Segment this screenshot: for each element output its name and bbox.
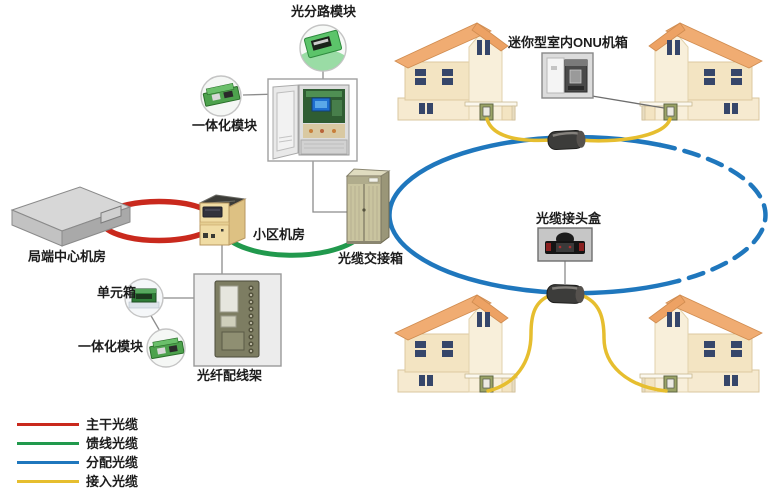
label-integrated-module-bottom: 一体化模块 bbox=[78, 339, 144, 354]
house-bottom-right bbox=[639, 294, 763, 393]
distribution-cable-solid bbox=[387, 134, 681, 296]
distribution-cable-dashed bbox=[657, 142, 768, 284]
access-cable-top-right bbox=[579, 117, 672, 143]
legend-label-access: 接入光缆 bbox=[86, 474, 138, 489]
legend-label-distribution: 分配光缆 bbox=[86, 455, 138, 470]
access-cable-bottom-left bbox=[486, 293, 553, 393]
label-splitter-module: 光分路模块 bbox=[290, 4, 357, 19]
community-room-cabinet bbox=[198, 194, 247, 246]
label-central-office: 局端中心机房 bbox=[28, 249, 106, 264]
house-top-right bbox=[639, 22, 763, 121]
label-community-room: 小区机房 bbox=[253, 227, 305, 242]
joint-cylinder-top bbox=[547, 129, 586, 151]
indoor-cabinet-photo bbox=[267, 78, 358, 162]
label-cross-connect-cabinet: 光缆交接箱 bbox=[337, 251, 403, 266]
label-fiber-distribution-frame: 光纤配线架 bbox=[196, 368, 262, 383]
label-unit-box: 单元箱 bbox=[97, 285, 136, 300]
joint-cylinder-bottom bbox=[546, 284, 585, 304]
mini-onu-photo bbox=[541, 52, 594, 99]
unit-box-photo bbox=[124, 278, 164, 318]
cross-connect-cabinet bbox=[345, 168, 391, 244]
access-cables bbox=[485, 117, 672, 393]
cable-joint-box-photo bbox=[537, 227, 593, 262]
splitter-module-photo bbox=[299, 24, 347, 72]
access-cable-bottom-right bbox=[579, 293, 668, 393]
central-office-box bbox=[10, 186, 132, 247]
label-integrated-module-top: 一体化模块 bbox=[192, 118, 258, 133]
fiber-distribution-frame-photo bbox=[193, 273, 282, 367]
label-mini-indoor-onu: 迷你型室内ONU机箱 bbox=[507, 35, 628, 50]
legend-label-feeder: 馈线光缆 bbox=[86, 436, 138, 451]
house-bottom-left bbox=[394, 294, 518, 393]
label-cable-joint-box: 光缆接头盒 bbox=[535, 211, 602, 226]
integrated-module-top-photo bbox=[200, 75, 242, 117]
legend-label-trunk: 主干光缆 bbox=[86, 417, 138, 432]
access-cable-top-left bbox=[485, 117, 553, 143]
integrated-module-bottom-photo bbox=[146, 328, 186, 368]
legend: 主干光缆 馈线光缆 分配光缆 接入光缆 bbox=[17, 417, 138, 489]
house-top-left bbox=[394, 22, 518, 121]
